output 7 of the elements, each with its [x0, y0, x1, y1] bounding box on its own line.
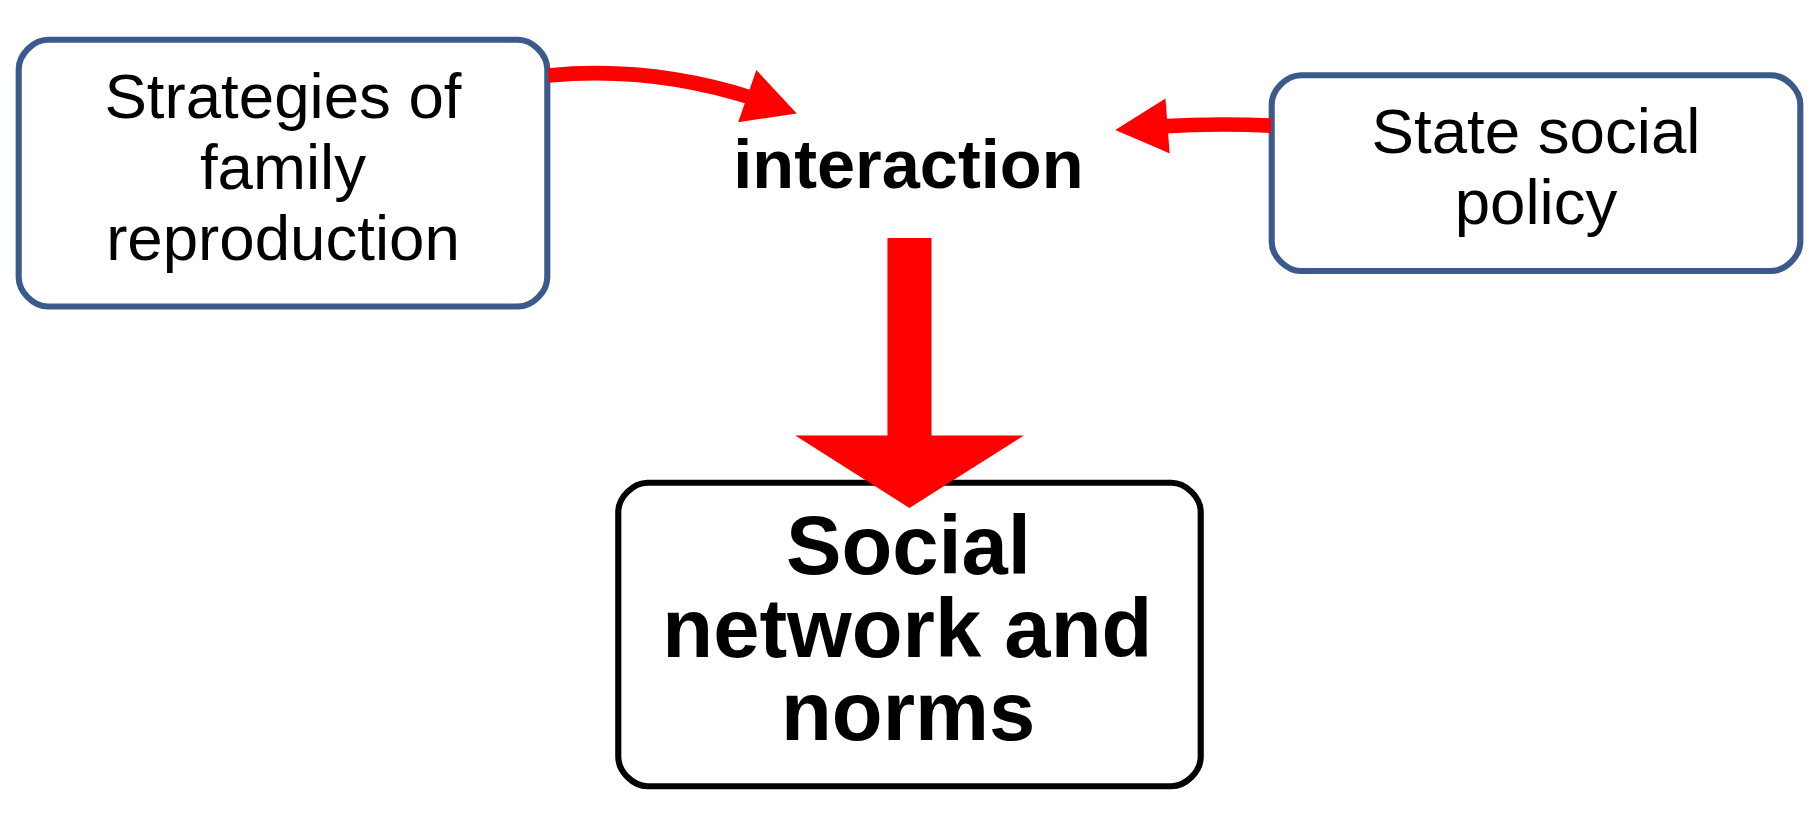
node-text: interaction	[733, 125, 1084, 203]
arrow	[547, 65, 797, 122]
arrow	[795, 237, 1024, 508]
arrow	[1115, 97, 1272, 153]
node-box: Strategies of family reproduction	[15, 36, 551, 310]
node-box: Social network and norms	[615, 479, 1204, 789]
node-box: State social policy	[1268, 71, 1804, 274]
